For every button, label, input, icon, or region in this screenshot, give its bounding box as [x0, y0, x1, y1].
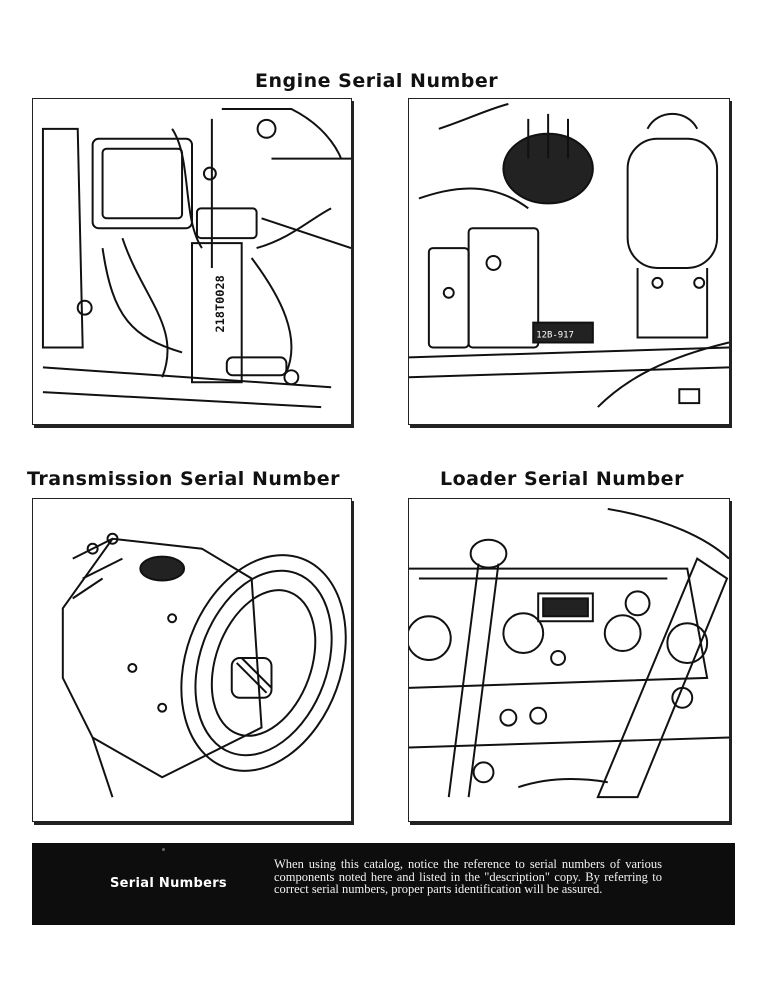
serial-numbers-banner: Serial Numbers When using this catalog, … — [32, 843, 735, 925]
loader-serial-heading: Loader Serial Number — [440, 468, 684, 490]
engine-right-illustration: 12B-917 — [408, 98, 730, 425]
loader-illustration — [408, 498, 730, 822]
engine-right-drawing: 12B-917 — [409, 103, 729, 408]
loader-drawing — [409, 507, 729, 799]
banner-speck — [162, 848, 165, 851]
banner-title: Serial Numbers — [110, 876, 227, 891]
transmission-drawing — [61, 532, 347, 798]
transmission-illustration — [32, 498, 352, 822]
engine-serial-heading: Engine Serial Number — [255, 70, 499, 92]
banner-description: When using this catalog, notice the refe… — [274, 857, 662, 896]
engine-serial-plate-text: 218T0028 — [213, 275, 227, 332]
engine-right-plate-text: 12B-917 — [536, 331, 574, 341]
transmission-serial-heading: Transmission Serial Number — [27, 468, 341, 490]
engine-left-drawing: 218T0028 — [41, 107, 351, 409]
engine-left-illustration: 218T0028 — [32, 98, 352, 425]
